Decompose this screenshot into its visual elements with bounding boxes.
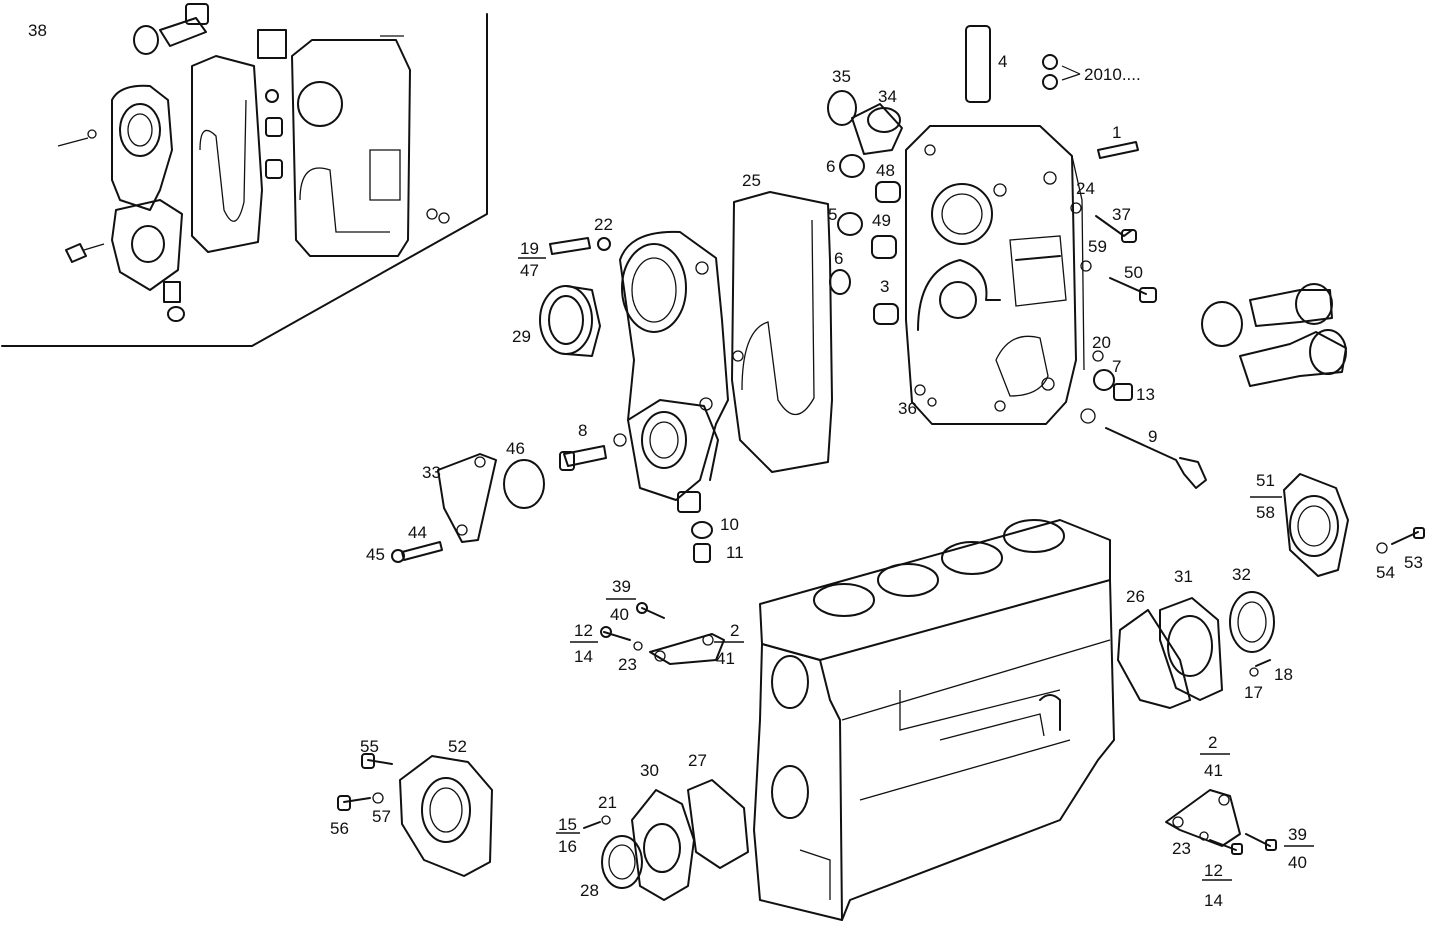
label-53: 53: [1404, 553, 1423, 572]
label-11: 11: [726, 543, 744, 562]
label-3: 3: [880, 277, 889, 296]
label-47: 47: [520, 261, 539, 280]
label-14a: 14: [574, 647, 593, 666]
label-32: 32: [1232, 565, 1251, 584]
label-59: 59: [1088, 237, 1107, 256]
label-35: 35: [832, 67, 851, 86]
label-15: 15: [558, 815, 577, 834]
label-50: 50: [1124, 263, 1143, 282]
label-13: 13: [1136, 385, 1155, 404]
label-49: 49: [872, 211, 891, 230]
label-23a: 23: [618, 655, 637, 674]
front-cover: [539, 191, 833, 513]
label-20: 20: [1092, 333, 1111, 352]
label-2010: 2010....: [1084, 65, 1141, 84]
label-17: 17: [1244, 683, 1263, 702]
label-51: 51: [1256, 471, 1275, 490]
label-39b: 39: [1288, 825, 1307, 844]
label-28: 28: [580, 881, 599, 900]
label-19: 19: [520, 239, 539, 258]
label-23b: 23: [1172, 839, 1191, 858]
label-44: 44: [408, 523, 427, 542]
flange-group: [583, 779, 749, 901]
part-4-tube: [965, 25, 991, 103]
label-2b: 2: [1208, 733, 1217, 752]
label-38: 38: [28, 21, 47, 40]
label-52: 52: [448, 737, 467, 756]
label-33: 33: [422, 463, 441, 482]
label-10: 10: [720, 515, 739, 534]
label-8: 8: [578, 421, 587, 440]
label-6a: 6: [826, 157, 835, 176]
label-36: 36: [898, 399, 917, 418]
label-54: 54: [1376, 563, 1395, 582]
rear-cover: [1117, 591, 1275, 709]
seal-carrier-52: [337, 753, 493, 877]
label-55: 55: [360, 737, 379, 756]
label-57: 57: [372, 807, 391, 826]
label-21: 21: [598, 793, 617, 812]
bracket-left: [600, 602, 725, 665]
label-29: 29: [512, 327, 531, 346]
label-12b: 12: [1204, 861, 1223, 880]
fraction-bars: [518, 257, 1314, 881]
label-41a: 41: [716, 649, 735, 668]
label-2a: 2: [730, 621, 739, 640]
callout-labels: 38 35 34 4 2010.... 1 6 48 25 24 5 49 37…: [28, 21, 1423, 910]
timing-gear-case: [905, 125, 1085, 425]
label-58: 58: [1256, 503, 1275, 522]
label-27: 27: [688, 751, 707, 770]
gear-shafts: [1201, 283, 1347, 387]
label-31: 31: [1174, 567, 1193, 586]
label-14b: 14: [1204, 891, 1223, 910]
label-16: 16: [558, 837, 577, 856]
label-1: 1: [1112, 123, 1121, 142]
label-5: 5: [828, 205, 837, 224]
label-4: 4: [998, 52, 1007, 71]
label-45: 45: [366, 545, 385, 564]
label-39a: 39: [612, 577, 631, 596]
label-40a: 40: [610, 605, 629, 624]
label-18: 18: [1274, 665, 1293, 684]
label-34: 34: [878, 87, 897, 106]
label-6b: 6: [834, 249, 843, 268]
label-40b: 40: [1288, 853, 1307, 872]
label-22: 22: [594, 215, 613, 234]
bracket-parts: [391, 445, 713, 563]
label-37: 37: [1112, 205, 1131, 224]
label-48: 48: [876, 161, 895, 180]
label-7: 7: [1112, 357, 1121, 376]
engine-block: [753, 519, 1115, 921]
overview-inset: [1, 3, 488, 347]
label-24: 24: [1076, 179, 1095, 198]
label-46: 46: [506, 439, 525, 458]
label-25: 25: [742, 171, 761, 190]
label-9: 9: [1148, 427, 1157, 446]
label-26: 26: [1126, 587, 1145, 606]
label-56: 56: [330, 819, 349, 838]
label-12a: 12: [574, 621, 593, 640]
label-30: 30: [640, 761, 659, 780]
rear-seal-carrier: [1283, 473, 1425, 577]
label-41b: 41: [1204, 761, 1223, 780]
bracket-right: [1165, 789, 1277, 855]
small-parts-top: [827, 25, 1207, 489]
